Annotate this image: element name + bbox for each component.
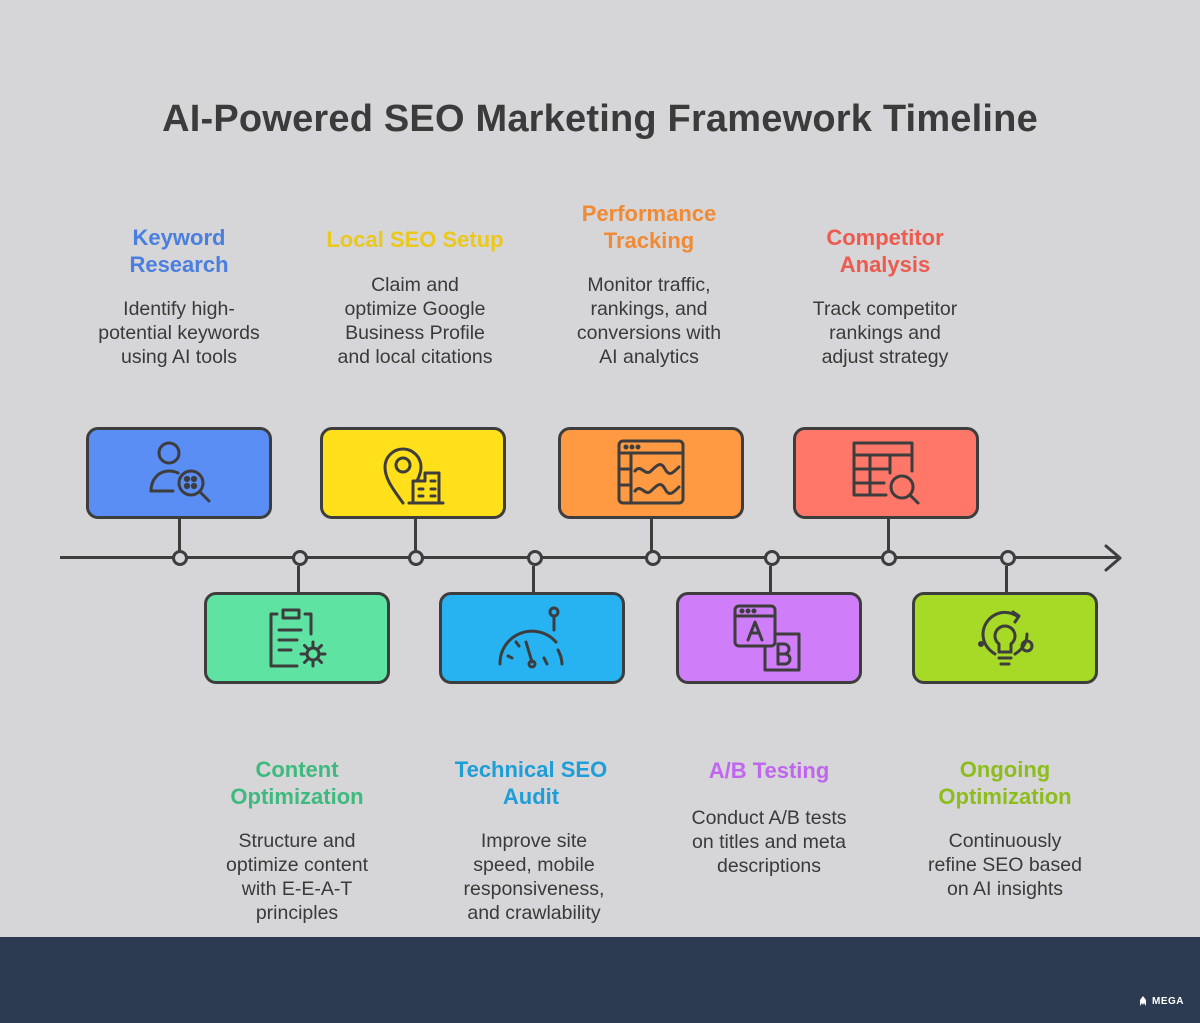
diagram-canvas: AI-Powered SEO Marketing Framework Timel… <box>60 98 1122 924</box>
connector-ab-testing <box>769 566 772 593</box>
card-keyword-research <box>86 427 272 519</box>
page-title: AI-Powered SEO Marketing Framework Timel… <box>162 98 1038 140</box>
step-title-ab-testing: A/B Testing <box>659 757 879 784</box>
table-search-icon <box>852 441 920 505</box>
timeline-node-ongoing-optimization <box>1000 550 1016 566</box>
connector-keyword-research <box>178 519 181 556</box>
step-desc-performance-tracking: Monitor traffic, rankings, and conversio… <box>576 274 722 368</box>
timeline-node-content-optimization <box>292 550 308 566</box>
timeline-arrowhead <box>1104 544 1122 572</box>
mega-logo-icon <box>1140 996 1146 1006</box>
card-competitor-analysis <box>793 427 979 519</box>
step-title-text: Content Optimization <box>230 757 364 809</box>
connector-content-optimization <box>297 566 300 593</box>
connector-competitor-analysis <box>887 519 890 556</box>
timeline-node-local-seo-setup <box>408 550 424 566</box>
location-building-icon <box>383 447 445 505</box>
step-title-text: Technical SEO Audit <box>454 757 608 809</box>
step-title-text: A/B Testing <box>708 758 830 783</box>
clipboard-gear-icon <box>269 608 327 668</box>
step-title-text: Local SEO Setup <box>326 227 504 252</box>
card-performance-tracking <box>558 427 744 519</box>
step-desc-content-optimization: Structure and optimize content with E-E-… <box>226 830 368 924</box>
step-title-ongoing-optimization: Ongoing Optimization <box>895 756 1115 810</box>
timeline-node-technical-seo-audit <box>527 550 543 566</box>
connector-ongoing-optimization <box>1005 566 1008 593</box>
timeline-node-performance-tracking <box>645 550 661 566</box>
step-desc-keyword-research: Identify high- potential keywords using … <box>98 298 260 368</box>
connector-technical-seo-audit <box>532 566 535 593</box>
footer-bar: MEGA <box>0 937 1200 1023</box>
step-title-text: Performance Tracking <box>581 201 717 253</box>
timeline-node-ab-testing <box>764 550 780 566</box>
card-local-seo-setup <box>320 427 506 519</box>
step-desc-competitor-analysis: Track competitor rankings and adjust str… <box>812 298 958 368</box>
step-desc-local-seo-setup: Claim and optimize Google Business Profi… <box>337 274 493 368</box>
step-title-text: Competitor Analysis <box>826 225 944 277</box>
step-desc-ongoing-optimization: Continuously refine SEO based on AI insi… <box>928 830 1082 900</box>
ab-test-icon <box>733 604 801 672</box>
speedometer-icon <box>498 606 564 669</box>
step-title-competitor-analysis: Competitor Analysis <box>775 224 995 278</box>
card-ab-testing <box>676 592 862 684</box>
brand-logo: MEGA <box>1138 995 1184 1007</box>
step-title-content-optimization: Content Optimization <box>187 756 407 810</box>
step-title-keyword-research: Keyword Research <box>69 224 289 278</box>
step-title-text: Keyword Research <box>129 225 229 277</box>
connector-performance-tracking <box>650 519 653 556</box>
step-title-performance-tracking: Performance Tracking <box>539 200 759 254</box>
connector-local-seo-setup <box>414 519 417 556</box>
step-title-technical-seo-audit: Technical SEO Audit <box>421 756 641 810</box>
step-title-local-seo-setup: Local SEO Setup <box>305 226 525 253</box>
user-search-icon <box>149 441 211 503</box>
step-desc-technical-seo-audit: Improve site speed, mobile responsivenes… <box>463 830 605 924</box>
step-desc-ab-testing: Conduct A/B tests on titles and meta des… <box>691 807 847 877</box>
timeline-node-keyword-research <box>172 550 188 566</box>
step-title-text: Ongoing Optimization <box>938 757 1072 809</box>
card-ongoing-optimization <box>912 592 1098 684</box>
card-technical-seo-audit <box>439 592 625 684</box>
timeline-axis <box>60 556 1118 559</box>
lightbulb-cycle-icon <box>978 610 1034 666</box>
card-content-optimization <box>204 592 390 684</box>
analytics-window-icon <box>617 439 685 505</box>
brand-name: MEGA <box>1152 995 1184 1007</box>
timeline-node-competitor-analysis <box>881 550 897 566</box>
